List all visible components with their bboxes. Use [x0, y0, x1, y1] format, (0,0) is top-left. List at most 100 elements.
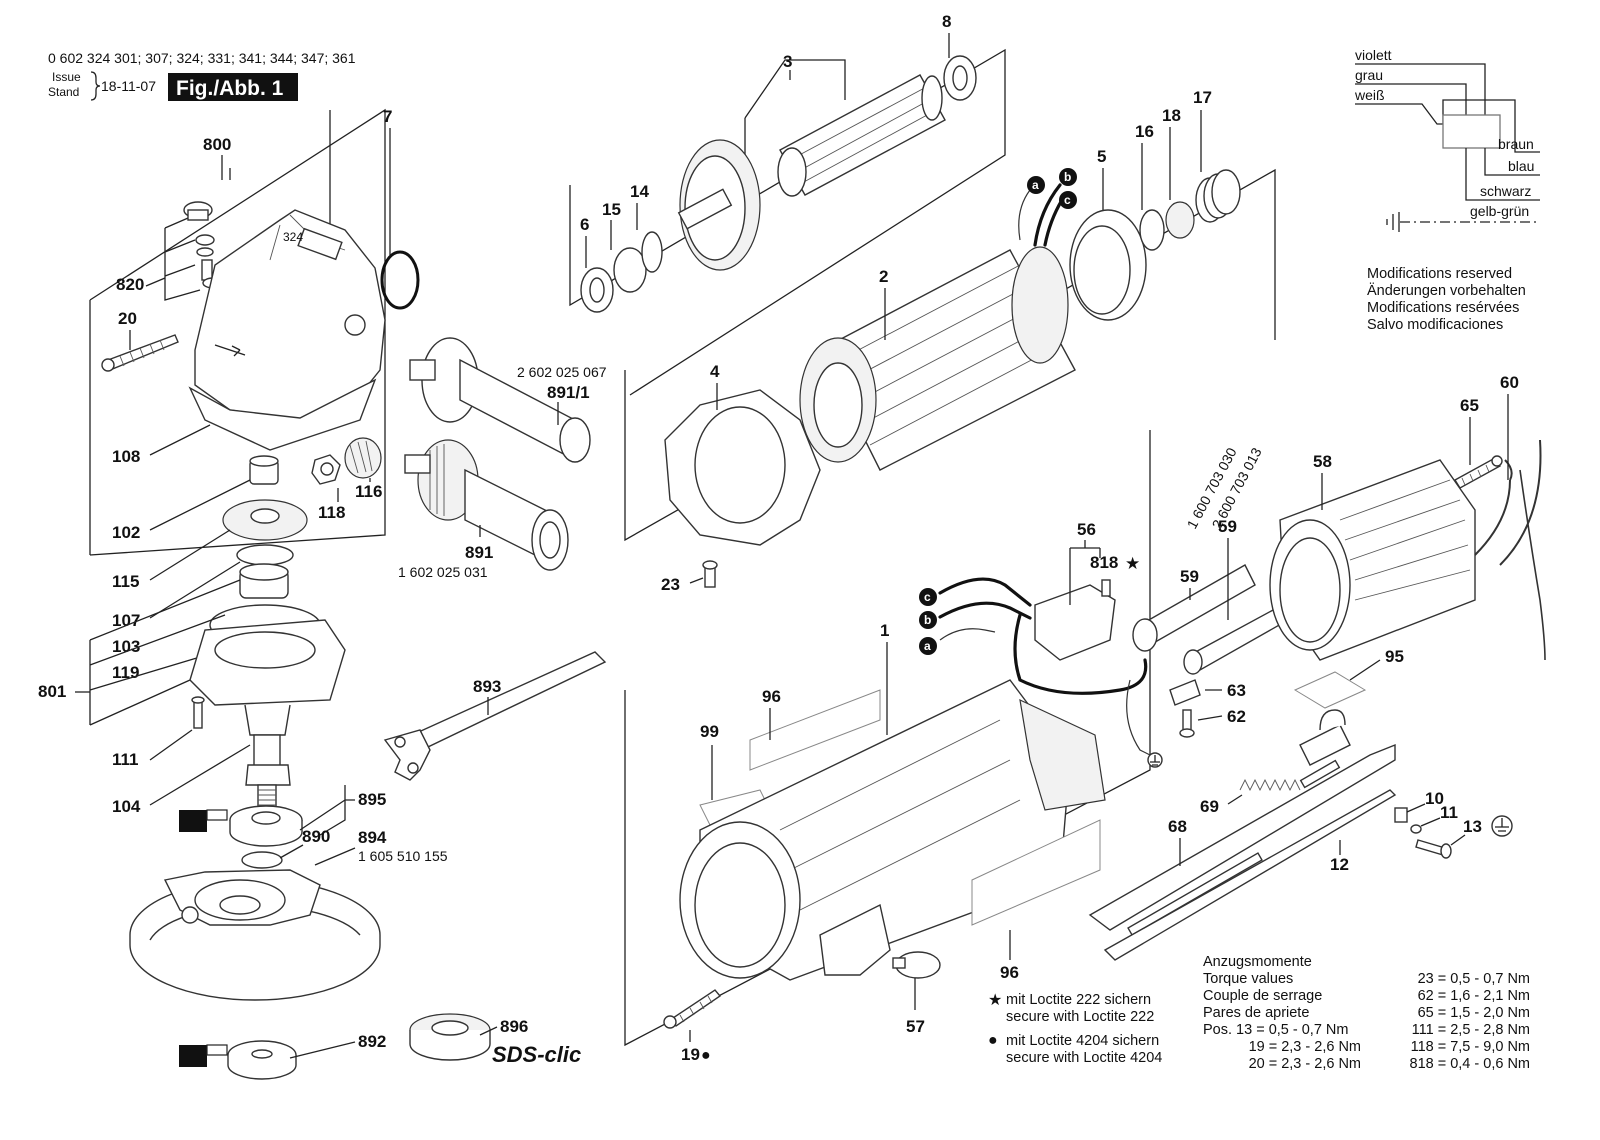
label-4: 4	[710, 362, 720, 381]
label-893: 893	[473, 677, 501, 696]
wire-schwarz: schwarz	[1480, 183, 1531, 199]
label-11: 11	[1440, 803, 1458, 822]
stand-label: Stand	[48, 85, 79, 99]
model-numbers: 0 602 324 301; 307; 324; 331; 341; 344; …	[48, 50, 356, 66]
torque-heading-de: Anzugsmomente	[1203, 954, 1312, 970]
brace	[90, 71, 101, 101]
torque-value-62: 62 = 1,6 - 2,1 Nm	[1418, 988, 1530, 1004]
label-56: 56	[1077, 520, 1096, 539]
note-line-fr: Modifications resérvées	[1367, 300, 1519, 316]
screw-20	[101, 334, 179, 372]
motor-housing-group: 96 99 1 96 57 19 ●	[624, 430, 1151, 1064]
wire-gelb-gruen: gelb-grün	[1470, 203, 1529, 219]
label-801: 801	[38, 682, 66, 701]
torque-heading-en: Torque values	[1203, 971, 1293, 987]
wire-badge-b: b	[919, 611, 937, 629]
label-20: 20	[118, 309, 137, 328]
label-116: 116	[355, 482, 382, 501]
label-890: 890	[302, 827, 330, 846]
label-17: 17	[1193, 88, 1212, 107]
spring-17	[1195, 169, 1241, 223]
spring-69	[1239, 778, 1301, 792]
wire-badge-a: a	[919, 637, 937, 655]
label-891-1: 891/1	[547, 383, 590, 402]
dot-icon: ●	[988, 1032, 998, 1049]
label-6: 6	[580, 215, 589, 234]
label-5: 5	[1097, 147, 1106, 166]
order-number-891-1: 2 602 025 067	[517, 364, 607, 380]
wire-violett: violett	[1355, 47, 1392, 63]
side-handles: 2 602 025 067 891/1 891 1 602 025 031	[398, 337, 607, 580]
rail-12	[1103, 789, 1397, 961]
sds-clic-logo: SDS-clic	[492, 1042, 581, 1067]
loctite-star-icon: ★	[1125, 554, 1140, 573]
label-108: 108	[112, 447, 140, 466]
label-103: 103	[112, 637, 140, 656]
label-sticker-96-bottom	[971, 819, 1101, 926]
power-cable-60	[1474, 439, 1542, 566]
note-line-es: Salvo modificaciones	[1367, 317, 1503, 333]
label-7: 7	[383, 107, 392, 126]
label-62: 62	[1227, 707, 1246, 726]
label-115: 115	[112, 572, 139, 591]
svg-text:a: a	[1032, 178, 1039, 192]
svg-text:a: a	[924, 639, 931, 653]
order-number-894: 1 605 510 155	[358, 848, 448, 864]
housing-clamp	[819, 903, 891, 976]
torque-table: Anzugsmomente Torque values Couple de se…	[1203, 954, 1530, 1072]
label-111: 111	[112, 750, 139, 769]
svg-text:b: b	[1064, 170, 1071, 184]
loctite-222-en: secure with Loctite 222	[1006, 1009, 1154, 1025]
label-68: 68	[1168, 817, 1187, 836]
note-line-en: Modifications reserved	[1367, 266, 1512, 282]
label-19: 19	[681, 1045, 700, 1064]
note-line-de: Änderungen vorbehalten	[1367, 282, 1526, 299]
armature-group: 3 8 6 15 14	[569, 12, 1006, 396]
screw-818	[1101, 579, 1111, 597]
screw-19	[663, 989, 722, 1029]
label-58: 58	[1313, 452, 1332, 471]
wire-badge-c-top: c	[1059, 191, 1077, 209]
ring-15	[613, 247, 647, 293]
label-3: 3	[783, 52, 792, 71]
wiring-legend: violett grau weiß braun blau schwarz gel…	[1354, 47, 1540, 232]
label-894: 894	[358, 828, 387, 847]
wire-braun: braun	[1498, 136, 1534, 152]
label-820: 820	[116, 275, 144, 294]
pinion-116	[344, 437, 382, 479]
torque-value-818: 818 = 0,4 - 0,6 Nm	[1410, 1056, 1531, 1072]
header: 0 602 324 301; 307; 324; 331; 341; 344; …	[48, 50, 356, 101]
label-102: 102	[112, 523, 140, 542]
label-60: 60	[1500, 373, 1519, 392]
label-104: 104	[112, 797, 141, 816]
ring-16	[1139, 209, 1165, 251]
loctite-4204-en: secure with Loctite 4204	[1006, 1050, 1162, 1066]
loctite-4204-de: mit Loctite 4204 sichern	[1006, 1033, 1159, 1049]
issue-date: 18-11-07	[101, 78, 156, 94]
issue-label: Issue	[52, 70, 81, 84]
label-18: 18	[1162, 106, 1181, 125]
label-892: 892	[358, 1032, 386, 1051]
wire-badge-a-top: a	[1027, 176, 1045, 194]
wire-grau: grau	[1355, 67, 1383, 83]
label-895: 895	[358, 790, 386, 809]
label-10: 10	[1425, 789, 1444, 808]
svg-text:c: c	[1064, 193, 1071, 207]
label-1: 1	[880, 621, 889, 640]
label-63: 63	[1227, 681, 1246, 700]
label-15: 15	[602, 200, 621, 219]
loctite-notes: ★ mit Loctite 222 sichern secure with Lo…	[988, 992, 1162, 1066]
circlip-107	[236, 544, 294, 566]
label-891: 891	[465, 543, 493, 562]
label-sticker-96-top	[749, 689, 881, 771]
washer-11	[1410, 824, 1422, 834]
label-99: 99	[700, 722, 719, 741]
label-65: 65	[1460, 396, 1479, 415]
torque-value-20: 20 = 2,3 - 2,6 Nm	[1249, 1056, 1361, 1072]
electronics-board	[1019, 698, 1106, 811]
svg-text:b: b	[924, 613, 931, 627]
torque-value-65: 65 = 1,5 - 2,0 Nm	[1418, 1005, 1530, 1021]
label-16: 16	[1135, 122, 1154, 141]
label-13: 13	[1463, 817, 1482, 836]
oring-7	[380, 250, 420, 310]
